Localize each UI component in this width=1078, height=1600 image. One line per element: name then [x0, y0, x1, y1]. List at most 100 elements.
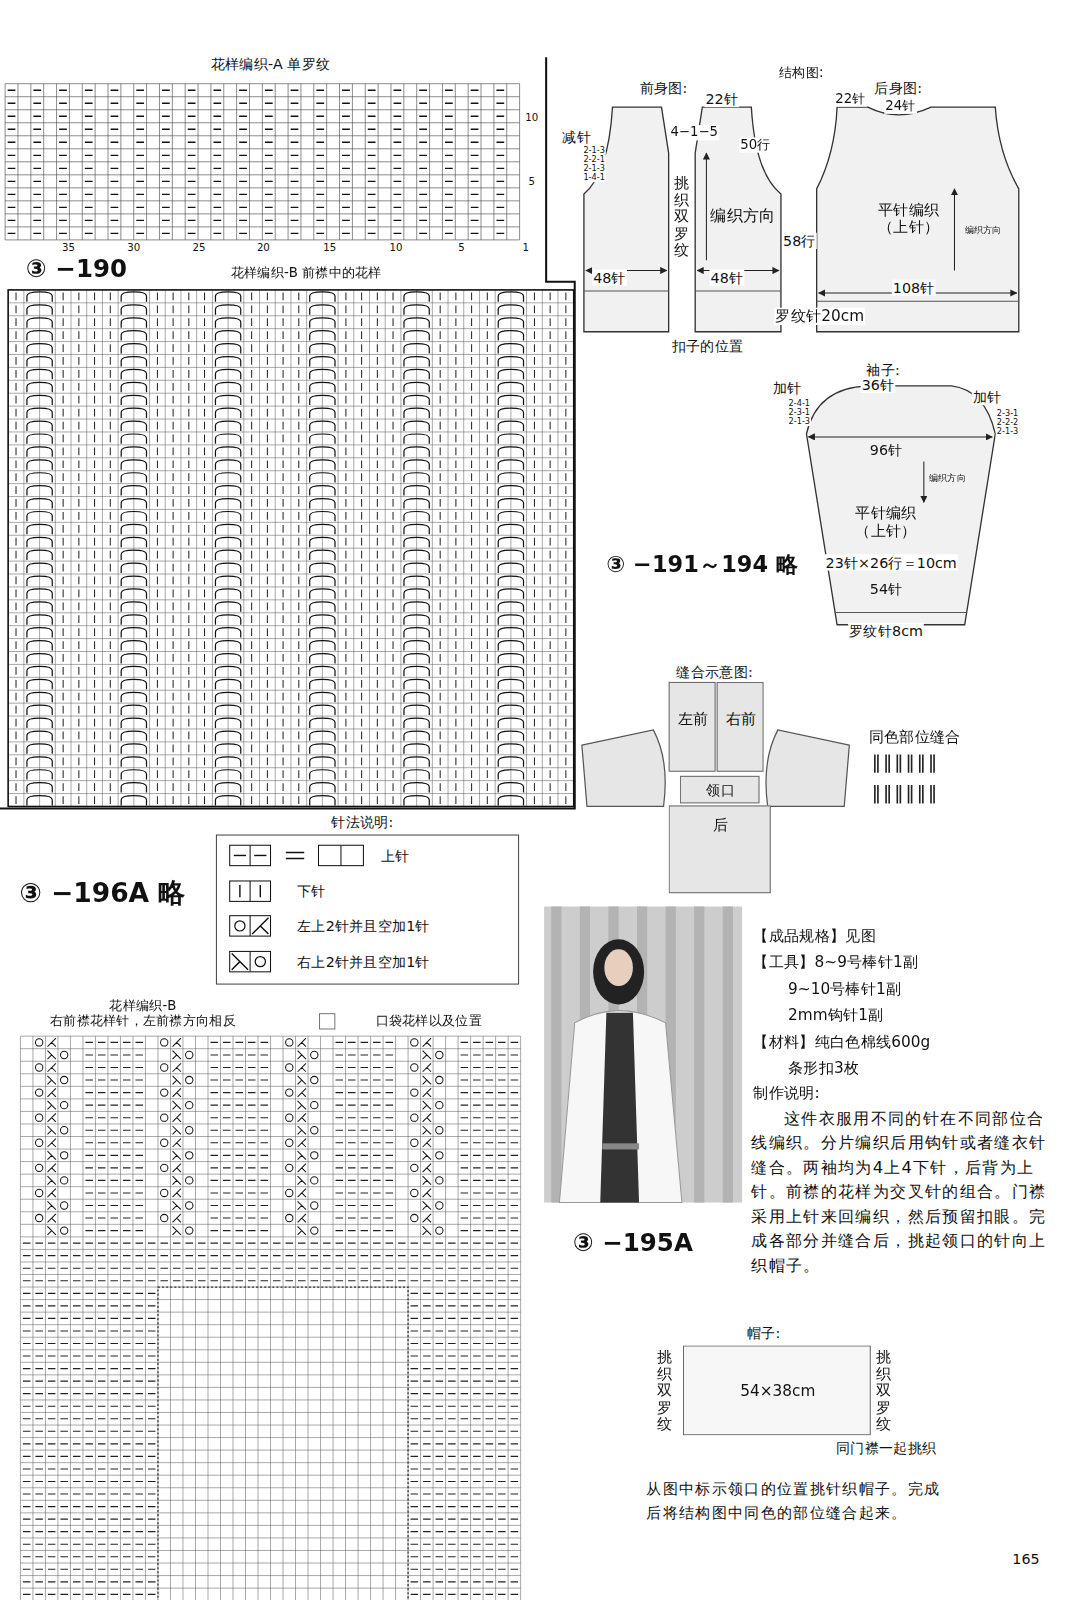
yarn-over: [286, 1164, 293, 1171]
symbol-divider: [250, 916, 251, 936]
symbol-cell: [230, 916, 271, 936]
yarn-over: [161, 1189, 168, 1196]
left-front-outline: [584, 107, 669, 332]
face: [604, 949, 633, 986]
yarn-over: [311, 1202, 318, 1209]
yarn-over: [286, 1089, 293, 1096]
seam-piece: 领口: [680, 776, 760, 804]
yarn-over: [35, 1114, 42, 1121]
seam-piece: 右前: [717, 682, 764, 772]
yarn-over: [311, 1152, 318, 1159]
yarn-over: [286, 1214, 293, 1221]
yarn-over: [186, 1202, 193, 1209]
piece-text: 54×38cm: [740, 1383, 815, 1401]
legend-text: 上针: [380, 847, 411, 863]
symbol-cell: [230, 881, 271, 901]
yarn-over: [161, 1089, 168, 1096]
dimension-arrow: [954, 189, 955, 271]
label: 同门襟一起挑织: [835, 1439, 937, 1455]
equals-sign: [286, 852, 304, 858]
symbol-divider: [340, 845, 341, 865]
sleeve-outline: [806, 386, 995, 625]
ribbing-line: [584, 291, 1019, 613]
model-photo: [544, 906, 742, 1202]
label: 4−1−5: [669, 125, 719, 140]
yarn-over: [161, 1139, 168, 1146]
yarn-over: [186, 1177, 193, 1184]
cardigan: [559, 1011, 681, 1203]
yarn-over: [436, 1227, 443, 1234]
yarn-over: [35, 1189, 42, 1196]
right-front-outline: [695, 107, 781, 332]
yarn-over: [186, 1227, 193, 1234]
piece-text: 编织方向: [965, 224, 1002, 235]
label: 48针: [710, 269, 745, 285]
seam-piece: 后: [669, 805, 771, 893]
label: 后身图:: [873, 80, 923, 96]
label: 10: [524, 112, 539, 124]
label: 25: [192, 242, 207, 254]
seam-sleeve-outline: [766, 730, 849, 807]
back-outline: [817, 107, 1019, 332]
hood-piece: 54×38cm: [683, 1345, 871, 1435]
label: 5: [528, 176, 537, 188]
symbol-divider: [250, 951, 251, 971]
label: 10: [389, 242, 404, 254]
chart-frame: [8, 290, 574, 807]
stitch-mark: [234, 855, 246, 856]
symbol-divider: [250, 881, 251, 901]
yarn-over: [35, 1089, 42, 1096]
label: 制作说明:: [752, 1085, 820, 1103]
stitch-mark: [232, 953, 248, 969]
label: 口袋花样以及位置: [375, 1014, 483, 1029]
piece-text: 54针: [870, 581, 902, 597]
yarn-over: [61, 1127, 68, 1134]
pocket-outline: [158, 1287, 408, 1600]
label: 扣子的位置: [671, 338, 744, 354]
yarn-over: [436, 1177, 443, 1184]
photo-stripe: [551, 906, 561, 1202]
symbol-cell: [318, 845, 363, 865]
yarn-over: [186, 1127, 193, 1134]
yarn-over: [411, 1164, 418, 1171]
yarn-over: [311, 1051, 318, 1058]
label: 针法说明:: [330, 814, 394, 830]
yarn-over: [61, 1051, 68, 1058]
legend-symbol: [230, 845, 364, 865]
label: 23针×26行＝10cm: [825, 554, 958, 570]
piece-text: 96针: [870, 442, 902, 458]
label: 同色部位缝合: [868, 728, 962, 746]
seam-piece: 左前: [669, 682, 716, 772]
label: 袖子:: [865, 361, 900, 377]
yarn-over: [411, 1189, 418, 1196]
yarn-over: [255, 957, 265, 967]
yarn-over: [161, 1039, 168, 1046]
chart-grid: [5, 84, 519, 240]
label: 2-1-3: [788, 417, 812, 426]
back-piece: 平针编织 （上针）编织方向: [815, 105, 1021, 334]
label: 罗纹针20cm: [774, 308, 865, 326]
figure-number: ③ −195A: [572, 1229, 694, 1257]
seam-sleeve-outline: [582, 730, 665, 807]
yarn-over: [61, 1177, 68, 1184]
yarn-over: [411, 1139, 418, 1146]
label: 【成品规格】见图: [752, 927, 877, 945]
cable-marks: [27, 292, 524, 805]
label: 【工具】8~9号棒针1副: [752, 954, 919, 972]
stitch-mark: [260, 885, 261, 897]
yarn-over: [35, 1214, 42, 1221]
symbol-cell: [230, 951, 271, 971]
label: 加针: [772, 380, 803, 396]
purl-marks: [23, 1042, 518, 1594]
label: 2-2-2: [996, 418, 1020, 427]
yarn-over: [35, 1039, 42, 1046]
symbol-cell: [230, 845, 271, 865]
piece-text: 挑织双罗纹: [674, 174, 689, 258]
yarn-over: [411, 1114, 418, 1121]
photo-stripe: [694, 906, 704, 1202]
legend-text: 下针: [296, 883, 327, 899]
yarn-over: [286, 1064, 293, 1071]
